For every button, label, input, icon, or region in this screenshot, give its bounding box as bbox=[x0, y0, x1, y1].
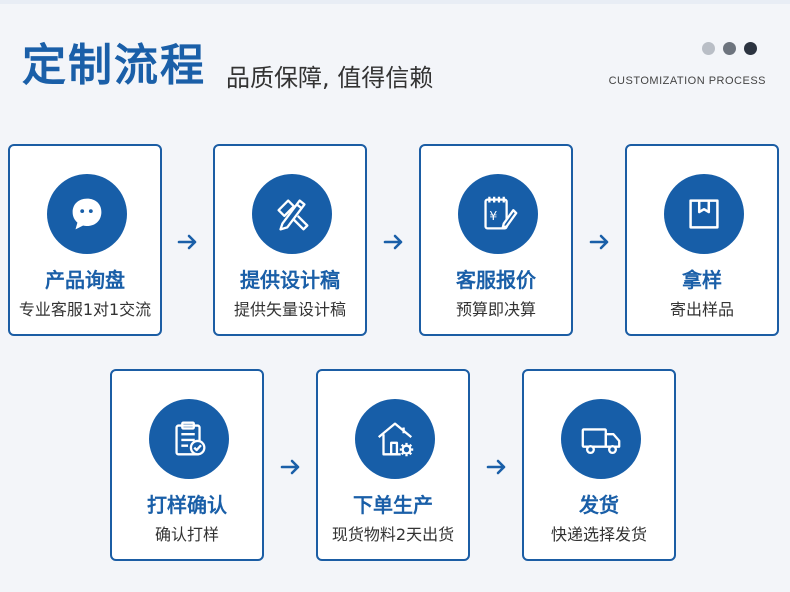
top-border bbox=[0, 0, 790, 4]
step-card-shipping: 发货 快递选择发货 bbox=[522, 369, 676, 561]
clipboard-check-icon bbox=[149, 399, 229, 479]
arrow-right-icon bbox=[177, 234, 197, 250]
arrow-right-icon bbox=[486, 459, 506, 475]
decorative-dots bbox=[702, 42, 757, 55]
step-card-sample: 拿样 寄出样品 bbox=[625, 144, 779, 336]
step-desc: 确认打样 bbox=[154, 525, 219, 544]
step-card-production: 下单生产 现货物料2天出货 bbox=[316, 369, 470, 561]
step-desc: 提供矢量设计稿 bbox=[233, 300, 346, 319]
dot-light bbox=[702, 42, 715, 55]
step-card-proof: 打样确认 确认打样 bbox=[110, 369, 264, 561]
step-title: 下单生产 bbox=[353, 493, 433, 517]
step-title: 打样确认 bbox=[147, 493, 227, 517]
chat-bubble-icon bbox=[47, 174, 127, 254]
step-title: 提供设计稿 bbox=[240, 268, 340, 292]
step-desc: 预算即决算 bbox=[455, 300, 536, 319]
arrow-right-icon bbox=[589, 234, 609, 250]
arrow-right-icon bbox=[383, 234, 403, 250]
price-quote-icon: ¥ bbox=[458, 174, 538, 254]
step-desc: 寄出样品 bbox=[669, 300, 734, 319]
step-title: 产品询盘 bbox=[45, 268, 125, 292]
svg-text:¥: ¥ bbox=[489, 208, 497, 223]
dot-medium bbox=[723, 42, 736, 55]
step-title: 拿样 bbox=[682, 268, 722, 292]
page-title: 定制流程 bbox=[22, 40, 206, 91]
factory-house-icon bbox=[355, 399, 435, 479]
step-card-quote: ¥ 客服报价 预算即决算 bbox=[419, 144, 573, 336]
step-title: 发货 bbox=[579, 493, 619, 517]
design-tools-icon bbox=[252, 174, 332, 254]
english-subtitle: CUSTOMIZATION PROCESS bbox=[608, 75, 766, 87]
arrow-right-icon bbox=[280, 459, 300, 475]
step-card-design: 提供设计稿 提供矢量设计稿 bbox=[213, 144, 367, 336]
sample-box-icon bbox=[664, 174, 744, 254]
dot-dark bbox=[744, 42, 757, 55]
step-card-inquiry: 产品询盘 专业客服1对1交流 bbox=[8, 144, 162, 336]
delivery-truck-icon bbox=[561, 399, 641, 479]
step-desc: 专业客服1对1交流 bbox=[18, 300, 152, 319]
step-desc: 现货物料2天出货 bbox=[331, 525, 455, 544]
step-desc: 快递选择发货 bbox=[550, 525, 647, 544]
page-subtitle: 品质保障, 值得信赖 bbox=[226, 64, 434, 92]
step-title: 客服报价 bbox=[456, 268, 536, 292]
